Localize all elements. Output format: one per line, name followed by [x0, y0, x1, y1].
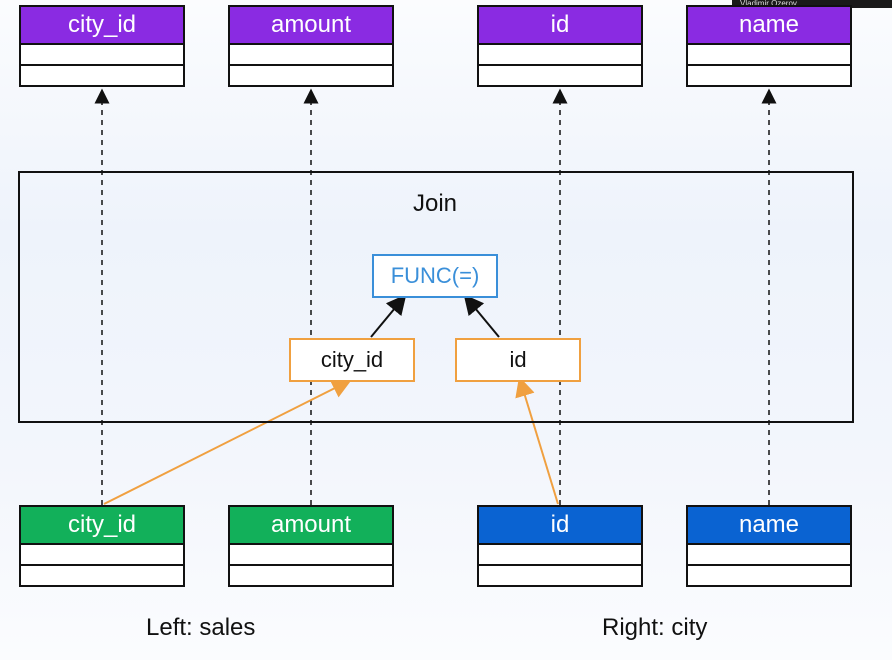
- column-row: [19, 45, 185, 66]
- output-column-id: id: [477, 5, 643, 87]
- left-source-to-key-arrow: [103, 379, 352, 505]
- right-column-id: id: [477, 505, 643, 587]
- column-row: [686, 566, 852, 587]
- output-column-name: name: [686, 5, 852, 87]
- column-header: name: [686, 505, 852, 545]
- left-key-to-func-arrow: [370, 294, 407, 338]
- column-row: [19, 566, 185, 587]
- column-row: [19, 545, 185, 566]
- right-source-to-key-arrow: [515, 376, 559, 505]
- output-column-city-id: city_id: [19, 5, 185, 87]
- left-key-node: city_id: [289, 338, 415, 382]
- left-column-city-id: city_id: [19, 505, 185, 587]
- column-row: [228, 45, 394, 66]
- column-header: name: [686, 5, 852, 45]
- func-node: FUNC(=): [372, 254, 498, 298]
- column-row: [19, 66, 185, 87]
- presenter-label: Vladimir Ozerov: [732, 0, 892, 8]
- output-column-amount: amount: [228, 5, 394, 87]
- column-row: [477, 45, 643, 66]
- column-header: id: [477, 505, 643, 545]
- left-table-caption: Left: sales: [146, 614, 256, 641]
- right-table-caption: Right: city: [602, 614, 708, 641]
- column-header: id: [477, 5, 643, 45]
- column-row: [477, 545, 643, 566]
- column-row: [228, 545, 394, 566]
- column-header: city_id: [19, 5, 185, 45]
- right-column-name: name: [686, 505, 852, 587]
- column-row: [228, 566, 394, 587]
- column-row: [686, 66, 852, 87]
- column-row: [228, 66, 394, 87]
- column-row: [477, 66, 643, 87]
- column-row: [686, 45, 852, 66]
- column-header: amount: [228, 505, 394, 545]
- column-row: [477, 566, 643, 587]
- join-operator-box: [18, 171, 854, 423]
- column-header: city_id: [19, 505, 185, 545]
- right-key-to-func-arrow: [463, 294, 500, 338]
- join-title: Join: [412, 190, 458, 217]
- left-column-amount: amount: [228, 505, 394, 587]
- right-key-node: id: [455, 338, 581, 382]
- column-row: [686, 545, 852, 566]
- column-header: amount: [228, 5, 394, 45]
